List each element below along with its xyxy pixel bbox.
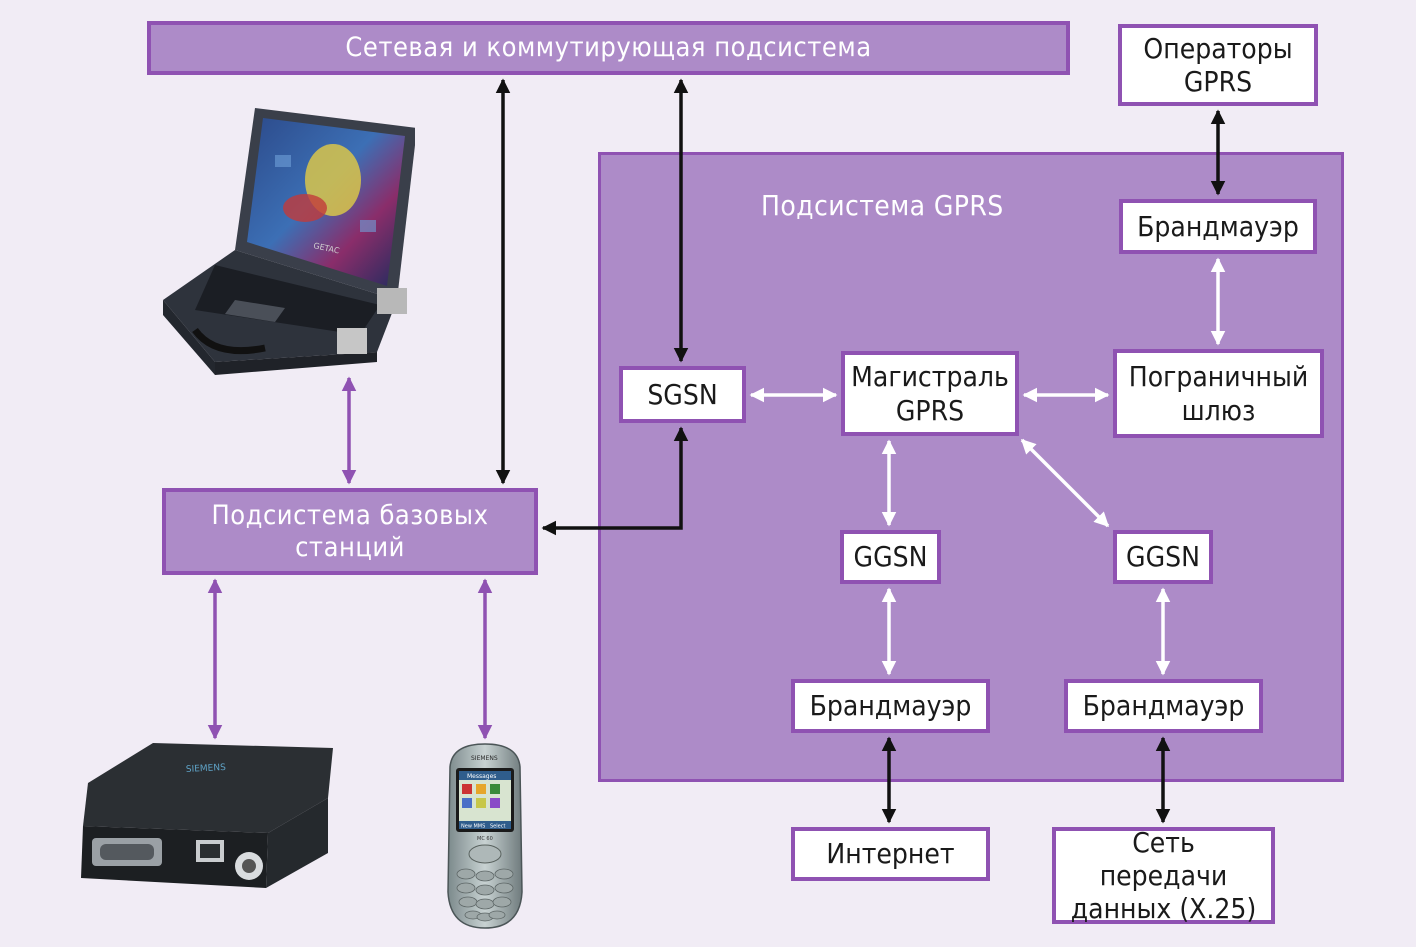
x25-network-box: Сеть передачи данных (X.25) <box>1052 826 1275 925</box>
phone-softkey-right: Select <box>490 824 505 830</box>
laptop-image: GETAC <box>163 108 415 375</box>
phone-softkey-left: New MMS <box>461 824 485 830</box>
border-gateway-box: Пограничный шлюз <box>1113 349 1324 438</box>
network-switching-subsystem: Сетевая и коммутирующая подсистема <box>147 21 1070 75</box>
firewall-right-box: Брандмауэр <box>1064 679 1263 733</box>
arrow-backbone-ggsn-right <box>1020 438 1110 528</box>
modem-brand-label: SIEMENS <box>186 763 227 775</box>
mobile-phone-image: SIEMENS Messages New MMS Select MC 60 <box>447 743 523 929</box>
arrow-sgsn-bss <box>541 426 689 536</box>
sgsn-box: SGSN <box>619 366 746 423</box>
firewall-top-box: Брандмауэр <box>1119 199 1317 254</box>
ggsn-right-box: GGSN <box>1113 530 1213 584</box>
firewall-left-box: Брандмауэр <box>791 679 990 733</box>
gprs-operators-box: Операторы GPRS <box>1118 24 1318 106</box>
phone-brand-label: SIEMENS <box>471 755 498 762</box>
ggsn-left-box: GGSN <box>840 530 941 584</box>
gprs-subsystem-label: Подсистема GPRS <box>761 189 1004 222</box>
gprs-subsystem-region <box>598 152 1344 782</box>
phone-model-label: MC 60 <box>477 836 493 842</box>
base-station-subsystem: Подсистема базовых станций <box>162 488 538 575</box>
gsm-modem-image: SIEMENS <box>81 743 333 888</box>
gprs-backbone-box: Магистраль GPRS <box>841 351 1019 436</box>
phone-screen-title: Messages <box>467 773 496 780</box>
internet-box: Интернет <box>791 827 990 881</box>
